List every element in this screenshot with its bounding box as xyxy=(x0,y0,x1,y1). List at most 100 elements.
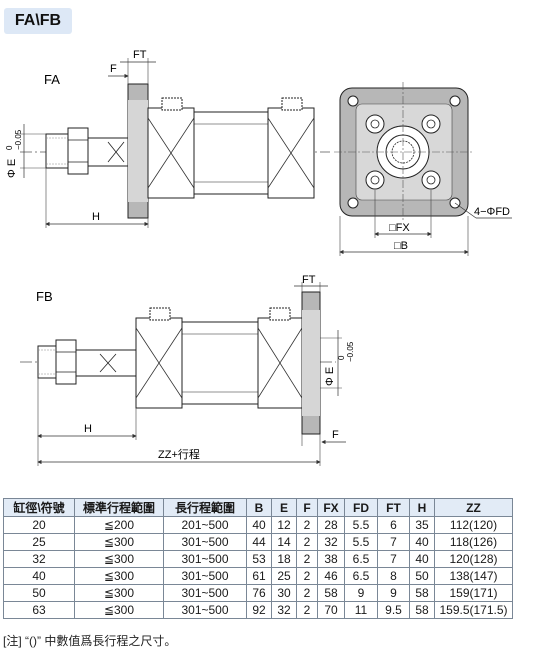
fb-rod-thread xyxy=(37,345,57,379)
spec-table-cell: 58 xyxy=(409,584,435,602)
spec-table-cell: 44 xyxy=(246,533,272,551)
spec-table-cell: 30 xyxy=(271,584,297,602)
fb-cylinder-tube xyxy=(181,321,259,405)
spec-table-header-cell: 標準行程範圍 xyxy=(74,498,164,517)
fa-dim-e: Φ E xyxy=(6,159,18,178)
spec-table-cell: 2 xyxy=(296,550,318,568)
spec-table-cell: ≦200 xyxy=(74,516,164,534)
fa-front-port xyxy=(161,97,183,111)
fa-label: FA xyxy=(44,72,60,87)
fb-rod-nut xyxy=(55,339,77,385)
spec-table-cell: 32 xyxy=(3,550,75,568)
fa-cylinder-tube xyxy=(193,111,269,195)
spec-table-cell: 2 xyxy=(296,567,318,585)
section-title: FA\FB xyxy=(4,8,72,34)
fa-mount-hole xyxy=(449,95,461,107)
spec-table-cell: 301~500 xyxy=(163,584,247,602)
fa-mount-hole xyxy=(347,95,359,107)
spec-table-cell: 159.5(171.5) xyxy=(434,601,513,619)
spec-table-cell: ≦300 xyxy=(74,550,164,568)
fb-dim-e-tol-top: 0 xyxy=(337,355,346,360)
fa-dim-h: H xyxy=(92,211,100,223)
fa-dim-ft: FT xyxy=(133,49,147,61)
spec-table-cell: 25 xyxy=(3,533,75,551)
spec-table-cell: 61 xyxy=(246,567,272,585)
spec-table-cell: 6.5 xyxy=(344,550,378,568)
spec-table-cell: 7 xyxy=(377,533,410,551)
fa-dim-e-tol-top: 0 xyxy=(5,145,14,150)
spec-table-cell: 301~500 xyxy=(163,533,247,551)
spec-table-cell: 2 xyxy=(296,533,318,551)
spec-table-cell: ≦300 xyxy=(74,601,164,619)
spec-table-cell: 201~500 xyxy=(163,516,247,534)
spec-table-cell: 40 xyxy=(3,567,75,585)
fb-dim-h: H xyxy=(84,423,92,435)
spec-table-cell: 5.5 xyxy=(344,516,378,534)
spec-table-cell: 112(120) xyxy=(434,516,513,534)
spec-table-header-cell: FT xyxy=(377,498,410,517)
spec-table-cell: 5.5 xyxy=(344,533,378,551)
spec-table-cell: 9.5 xyxy=(377,601,410,619)
spec-table-cell: 28 xyxy=(317,516,345,534)
fb-piston-rod xyxy=(75,349,137,377)
spec-table-header-cell: F xyxy=(296,498,318,517)
spec-table-cell: 301~500 xyxy=(163,601,247,619)
spec-table-cell: 58 xyxy=(317,584,345,602)
spec-table-cell: 2 xyxy=(296,516,318,534)
spec-table-cell: 138(147) xyxy=(434,567,513,585)
spec-table-cell: 18 xyxy=(271,550,297,568)
spec-table-cell: 120(128) xyxy=(434,550,513,568)
spec-table-cell: 70 xyxy=(317,601,345,619)
spec-table-header-cell: FD xyxy=(344,498,378,517)
fb-drawing: FB FT Φ E 0 −0.05 F H ZZ+行程 xyxy=(20,274,355,466)
spec-table-cell: 38 xyxy=(317,550,345,568)
spec-table-cell: 58 xyxy=(409,601,435,619)
spec-table-cell: 9 xyxy=(344,584,378,602)
spec-table-cell: 11 xyxy=(344,601,378,619)
spec-table-header-cell: ZZ xyxy=(434,498,513,517)
fa-drawing: FA FT F Φ E 0 −0.05 H xyxy=(5,49,512,256)
spec-table-cell: 9 xyxy=(377,584,410,602)
spec-table-cell: 6.5 xyxy=(344,567,378,585)
spec-table-cell: 46 xyxy=(317,567,345,585)
fb-dim-ft: FT xyxy=(302,274,316,286)
fa-rear-port xyxy=(281,97,303,111)
fb-rear-port xyxy=(269,307,291,321)
spec-table-cell: 2 xyxy=(296,601,318,619)
spec-table-cell: 40 xyxy=(409,533,435,551)
spec-table-cell: 159(171) xyxy=(434,584,513,602)
fb-label: FB xyxy=(36,289,53,304)
spec-table-header-cell: E xyxy=(271,498,297,517)
spec-table-cell: 63 xyxy=(3,601,75,619)
spec-table-cell: 301~500 xyxy=(163,567,247,585)
spec-table-header-cell: H xyxy=(409,498,435,517)
spec-table-header-cell: 長行程範圍 xyxy=(163,498,247,517)
spec-table-cell: ≦300 xyxy=(74,584,164,602)
spec-table-cell: 50 xyxy=(409,567,435,585)
spec-table-cell: 20 xyxy=(3,516,75,534)
fa-dim-b: □B xyxy=(394,240,408,252)
fb-dim-zz: ZZ+行程 xyxy=(158,448,200,461)
fa-dim-f: F xyxy=(110,63,117,75)
spec-table-cell: 301~500 xyxy=(163,550,247,568)
spec-table-header-cell: B xyxy=(246,498,272,517)
fa-dim-e-tol-bottom: −0.05 xyxy=(14,129,23,150)
fa-dim-fd: 4−ΦFD xyxy=(474,206,510,218)
fb-dim-e-tol-bottom: −0.05 xyxy=(346,341,355,362)
fb-dim-e: Φ E xyxy=(324,367,336,386)
spec-table-cell: 25 xyxy=(271,567,297,585)
spec-table-cell: 32 xyxy=(271,601,297,619)
spec-table-cell: 6 xyxy=(377,516,410,534)
fb-dim-f: F xyxy=(332,429,339,441)
spec-table-cell: 53 xyxy=(246,550,272,568)
spec-table-cell: ≦300 xyxy=(74,567,164,585)
spec-table-header-cell: 缸徑\符號 xyxy=(3,498,75,517)
